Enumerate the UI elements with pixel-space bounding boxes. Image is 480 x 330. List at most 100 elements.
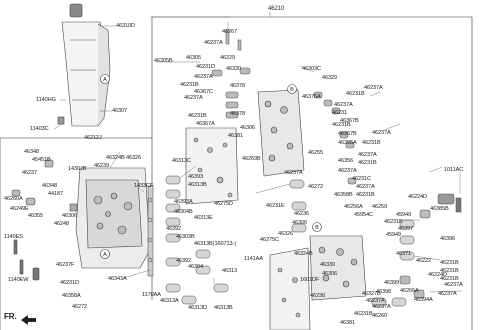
label-46231D: 46231D: [60, 280, 79, 286]
label-46313C: 46313C: [172, 158, 191, 164]
label-46313: 46313: [222, 268, 238, 274]
label-46231B-10: 46231B: [440, 260, 459, 266]
label-46275D: 46275D: [214, 201, 233, 207]
label-46210: 46210: [268, 6, 285, 12]
label-46324B-2: 46324B: [294, 251, 313, 257]
label-46231B-5: 46231B: [362, 140, 381, 146]
label-46358B: 46358B: [334, 192, 353, 198]
label-46237A-5: 46237A: [334, 102, 353, 108]
label-46248: 46248: [54, 221, 70, 227]
callout-d-circle: [312, 222, 322, 232]
label-46313A: 46313A: [160, 298, 179, 304]
label-46392: 46392: [166, 226, 182, 232]
label-46343A: 46343A: [108, 276, 127, 282]
label-46399: 46399: [384, 280, 400, 286]
frame-main: [152, 16, 473, 330]
label-46272: 46272: [72, 304, 88, 310]
label-46275C: 46275C: [260, 237, 279, 243]
spool-valves: [165, 175, 415, 307]
label-46237A-11: 46237A: [366, 298, 385, 304]
label-46329: 46329: [322, 75, 338, 81]
label-46381b: 46381: [340, 320, 356, 326]
separator-plate-bottom: [269, 247, 311, 330]
label-46222: 46222: [416, 258, 432, 264]
label-46393: 46393: [188, 174, 204, 180]
oil-strainer: [57, 3, 111, 127]
label-46394A: 46394A: [414, 297, 433, 303]
label-46231C: 46231C: [352, 176, 371, 182]
label-46326: 46326: [126, 155, 142, 161]
label-46396: 46396: [440, 236, 456, 242]
label-46324B: 46324B: [106, 155, 125, 161]
label-45949b: 45949: [386, 232, 402, 238]
label-46327B: 46327B: [362, 291, 381, 297]
label-45451B: 45451B: [32, 157, 51, 163]
label-46313D: 46313D: [188, 305, 207, 311]
label-46303B: 46303B: [176, 234, 195, 240]
label-46231B-4: 46231B: [332, 122, 351, 128]
fr-label: FR.: [4, 312, 17, 321]
label-46237A-1: 46237A: [204, 40, 223, 46]
label-46231B-8: 46231B: [354, 311, 373, 317]
label-1170AA: 1170AA: [142, 292, 161, 298]
fr-arrow-icon: [21, 315, 36, 325]
separator-plate-top: [185, 127, 239, 205]
label-46310D: 46310D: [116, 23, 135, 29]
label-46305B: 46305B: [154, 58, 173, 64]
label-46376A: 46376A: [302, 94, 321, 100]
label-46212J: 46212J: [84, 135, 102, 141]
label-46378: 46378: [230, 83, 246, 89]
label-46237A-2: 46237A: [194, 74, 213, 80]
label-46356: 46356: [338, 158, 354, 164]
label-46392b: 46392: [176, 258, 192, 264]
callout-a-text: A: [103, 77, 107, 83]
label-46237: 46237: [22, 170, 38, 176]
label-46367B: 46367B: [340, 118, 359, 124]
label-46398: 46398: [376, 289, 392, 295]
callout-c-text: A: [103, 252, 107, 258]
valve-body-right-bottom: [309, 235, 367, 301]
label-46303C: 46303C: [302, 66, 321, 72]
label-46259: 46259: [372, 204, 388, 210]
label-46306c: 46306: [292, 220, 308, 226]
label-46304B: 46304B: [174, 209, 193, 215]
label-46231B-12: 46231B: [440, 268, 459, 274]
label-46313B: 46313B: [188, 182, 207, 188]
label-46237A-6: 46237A: [372, 130, 391, 136]
label-46330: 46330: [226, 66, 242, 72]
label-46231B-1: 46231B: [180, 82, 199, 88]
label-1140EW: 1140EW: [8, 277, 29, 283]
label-45949: 45949: [396, 212, 412, 218]
label-46231B-3: 46231B: [346, 91, 365, 97]
callout-b-text: B: [290, 87, 294, 93]
label-46367B-2: 46367B: [338, 131, 357, 137]
label-46249E: 46249E: [10, 206, 29, 212]
label-46231D-2: 46231D: [196, 64, 215, 70]
label-1140HG: 1140HG: [36, 97, 56, 103]
callout-c-circle: [100, 249, 110, 259]
label-44187: 44187: [48, 191, 64, 197]
label-46237F: 46237F: [56, 262, 75, 268]
label-46231B-11: 46231B: [440, 276, 459, 282]
callout-b-circle: [287, 84, 297, 94]
label-46306: 46306: [62, 213, 78, 219]
label-46306d: 46306: [322, 271, 338, 277]
label-46224D-2: 46224D: [428, 272, 447, 278]
right-small-parts: [313, 91, 462, 299]
pin-rail: [147, 185, 154, 277]
callout-d-text: B: [315, 225, 319, 231]
pins-top: [211, 29, 251, 119]
label-46237A-8: 46237A: [338, 168, 357, 174]
label-45954C: 45954C: [354, 212, 373, 218]
label-46381: 46381: [228, 133, 244, 139]
label-46326b: 46326: [278, 231, 294, 237]
label-46229: 46229: [220, 55, 236, 61]
label-46231: 46231: [332, 110, 348, 116]
label-46239: 46239: [94, 163, 110, 169]
label-46367C: 46367C: [194, 89, 213, 95]
label-46306b: 46306: [240, 125, 256, 131]
valve-body-left: [75, 167, 151, 269]
label-46378b: 46378: [230, 111, 246, 117]
